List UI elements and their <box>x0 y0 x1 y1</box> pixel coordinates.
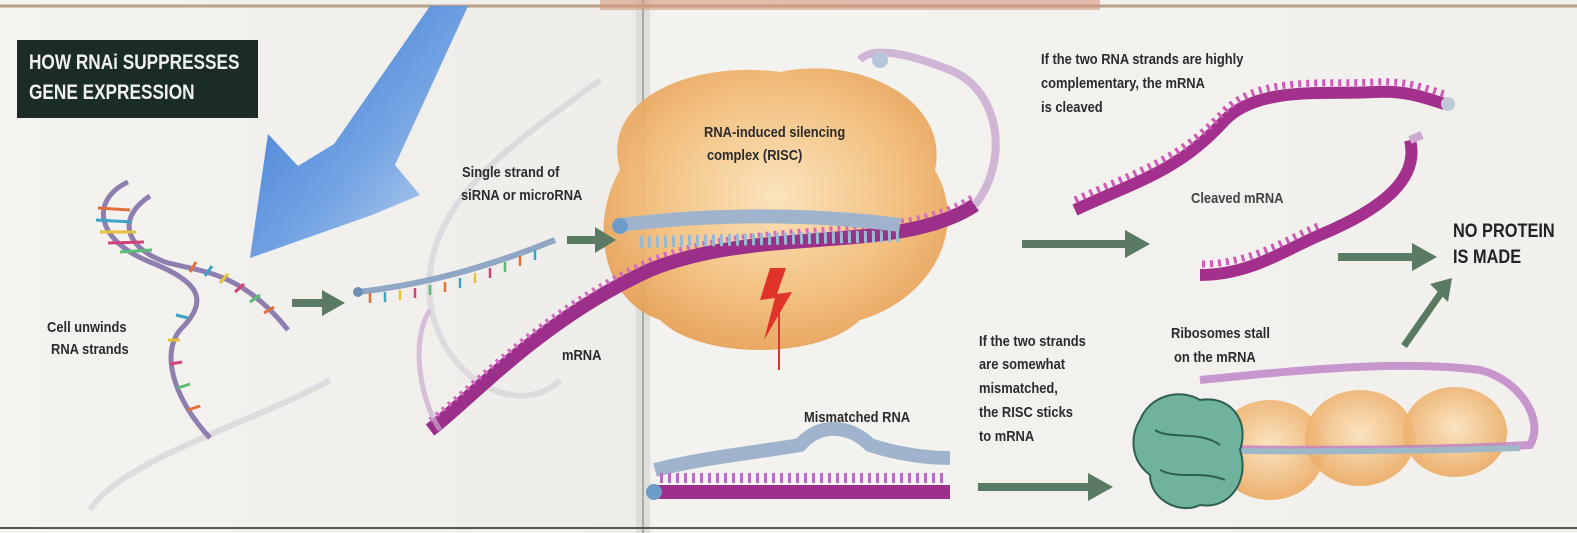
label-mismatched-rna: Mismatched RNA <box>804 408 910 427</box>
label-mismatch-line2: are somewhat <box>979 355 1065 374</box>
label-complementary-line1: If the two RNA strands are highly <box>1041 50 1243 69</box>
label-rna-strands: RNA strands <box>51 340 129 359</box>
label-cell-unwinds: Cell unwinds <box>47 318 127 337</box>
title-line-2: GENE EXPRESSION <box>29 80 195 105</box>
label-ribosomes-stall: Ribosomes stall <box>1171 324 1270 343</box>
label-mismatch-line4: the RISC sticks <box>979 403 1073 422</box>
label-single-strand: Single strand of <box>462 163 559 182</box>
label-mismatch-line3: mismatched, <box>979 379 1058 398</box>
diagonal-arrow-icon <box>1404 278 1452 346</box>
mismatched-rna <box>646 429 950 500</box>
title-line-1: HOW RNAi SUPPRESSES <box>29 50 240 75</box>
label-complementary-line3: is cleaved <box>1041 98 1103 117</box>
label-mrna: mRNA <box>562 346 601 365</box>
label-risc-line1: RNA-induced silencing <box>704 123 845 142</box>
large-down-left-arrow <box>250 6 468 258</box>
single-sirna-strand <box>353 240 555 303</box>
label-mismatch-line5: to mRNA <box>979 427 1034 446</box>
label-cleaved-mrna: Cleaved mRNA <box>1191 189 1283 208</box>
label-complementary-line2: complementary, the mRNA <box>1041 74 1205 93</box>
label-no-protein: NO PROTEIN <box>1453 219 1555 245</box>
label-mismatch-line1: If the two strands <box>979 332 1086 351</box>
risc-on-mrna <box>1133 394 1242 508</box>
title-box: HOW RNAi SUPPRESSES GENE EXPRESSION <box>17 40 258 118</box>
label-on-the-mrna: on the mRNA <box>1174 348 1256 367</box>
label-sirna-microrna: siRNA or microRNA <box>461 186 582 205</box>
label-risc-line2: complex (RISC) <box>707 146 802 165</box>
top-photo-strip <box>600 0 1100 10</box>
label-is-made: IS MADE <box>1453 245 1521 271</box>
